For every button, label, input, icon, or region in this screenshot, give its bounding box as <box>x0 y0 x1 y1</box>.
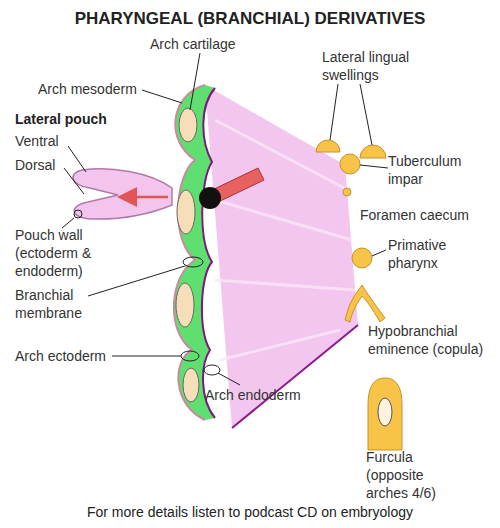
part-label: Lateral lingual swellings <box>322 48 437 84</box>
leader-line <box>360 165 388 168</box>
hypobranchial-eminence <box>345 285 385 322</box>
pharynx-wall <box>205 85 358 428</box>
lingual-swelling <box>316 140 340 152</box>
callout-ring <box>183 257 203 267</box>
leader-line <box>330 84 338 140</box>
part-label: Lateral pouch <box>15 110 107 128</box>
part-label: Branchial membrane <box>15 286 100 322</box>
cartilage <box>177 190 195 234</box>
leader-line <box>372 250 386 256</box>
callout-ring <box>181 351 199 361</box>
furcula <box>368 378 402 450</box>
part-label: Ventral <box>15 132 59 150</box>
part-label: Tuberculum impar <box>388 152 478 188</box>
part-label: Pouch wall (ectoderm & endoderm) <box>15 226 110 280</box>
cartilage <box>179 108 197 142</box>
part-label: Arch ectoderm <box>15 347 106 365</box>
pharyngeal-opening <box>199 187 221 209</box>
tuberculum-impar <box>340 154 360 174</box>
leader-line <box>64 168 84 194</box>
stripe <box>215 200 352 240</box>
leader-lines <box>62 53 388 385</box>
cartilage <box>183 368 199 402</box>
furcula-oval <box>378 398 392 426</box>
part-label: Arch mesoderm <box>38 80 137 98</box>
lateral-pouch <box>73 169 172 219</box>
lingual-swelling <box>360 145 386 158</box>
cartilage <box>176 283 194 327</box>
part-label: Primative pharynx <box>388 236 468 272</box>
leader-line <box>190 53 200 110</box>
leader-line <box>218 373 240 385</box>
part-label: Foramen caecum <box>360 206 469 224</box>
part-label: Arch cartilage <box>150 35 236 53</box>
leader-line <box>68 146 86 172</box>
part-label: Furcula (opposite arches 4/6) <box>366 448 456 502</box>
arch-ectoderm <box>174 85 205 420</box>
diagram-caption: For more details listen to podcast CD on… <box>0 503 500 521</box>
primitive-pharynx <box>352 248 372 268</box>
part-label: Hypobranchial eminence (copula) <box>368 322 498 358</box>
diagram-title: PHARYNGEAL (BRANCHIAL) DERIVATIVES <box>0 8 500 30</box>
callout-ring <box>74 210 82 218</box>
pharynx-stripes <box>215 120 355 360</box>
leader-line <box>62 218 74 228</box>
part-label: Arch endoderm <box>205 386 301 404</box>
pouch-arrow <box>122 196 168 199</box>
leader-line <box>360 84 372 145</box>
part-label: Dorsal <box>15 156 55 174</box>
leader-line <box>142 90 182 103</box>
stripe <box>215 280 355 290</box>
pharynx-edge <box>232 325 358 428</box>
callout-ring <box>204 365 220 375</box>
arch-mesoderm <box>174 85 215 420</box>
foramen-caecum <box>343 188 351 196</box>
leader-line <box>112 356 181 357</box>
leader-line <box>88 266 185 296</box>
arch-cartilages <box>176 108 199 402</box>
